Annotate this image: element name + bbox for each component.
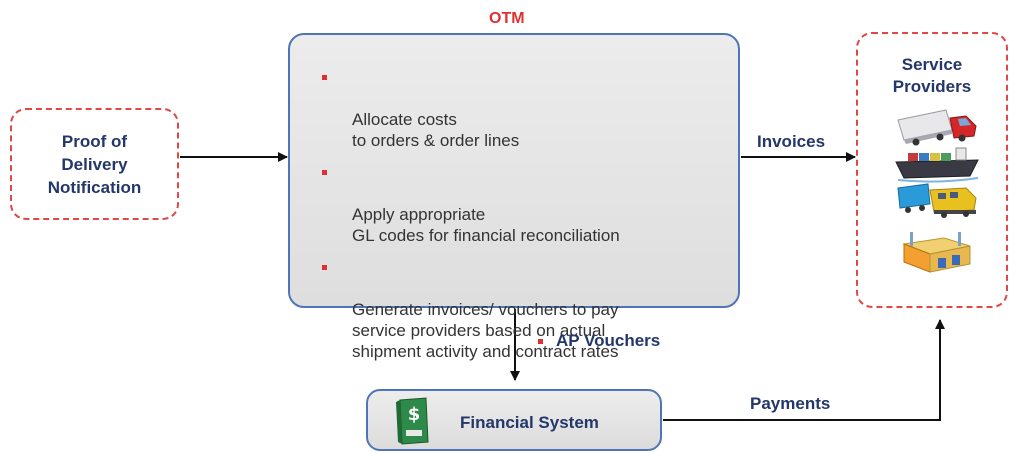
- ship-icon: [895, 147, 979, 183]
- otm-task-item: Generate invoices/ vouchers to pay servi…: [318, 257, 728, 362]
- otm-task-text: Allocate costs to orders & order lines: [352, 110, 520, 150]
- otm-task-list: Allocate costs to orders & order lines A…: [318, 67, 728, 373]
- truck-icon: [897, 109, 977, 146]
- bullet-icon: [322, 170, 327, 175]
- otm-label: OTM: [489, 10, 525, 27]
- otm-task-item: Allocate costs to orders & order lines: [318, 67, 728, 151]
- money-book-icon: $: [396, 397, 429, 445]
- financial-system-box: $ Financial System: [366, 389, 662, 451]
- invoices-label: Invoices: [757, 132, 826, 151]
- payments-label: Payments: [750, 394, 831, 413]
- otm-task-text: Apply appropriate GL codes for financial…: [352, 205, 620, 245]
- svg-text:$: $: [408, 404, 421, 425]
- proof-of-delivery-box: Proof of Delivery Notification: [10, 108, 179, 220]
- otm-task-item: Apply appropriate GL codes for financial…: [318, 162, 728, 246]
- service-providers-title: Service Providers: [892, 55, 972, 96]
- ap-vouchers-text: AP Vouchers: [556, 331, 661, 350]
- warehouse-icon: [902, 232, 971, 273]
- bullet-icon: [322, 265, 327, 270]
- proof-of-delivery-text: Proof of Delivery Notification: [47, 131, 142, 197]
- service-providers-box: Service Providers: [856, 32, 1008, 308]
- financial-system-label: Financial System: [460, 413, 599, 432]
- bullet-icon: [538, 338, 543, 344]
- bullet-icon: [322, 75, 327, 80]
- train-icon: [897, 183, 977, 218]
- ap-vouchers-label: AP Vouchers: [538, 331, 660, 351]
- otm-task-text: Generate invoices/ vouchers to pay servi…: [352, 300, 619, 361]
- otm-process-box: Allocate costs to orders & order lines A…: [288, 33, 740, 361]
